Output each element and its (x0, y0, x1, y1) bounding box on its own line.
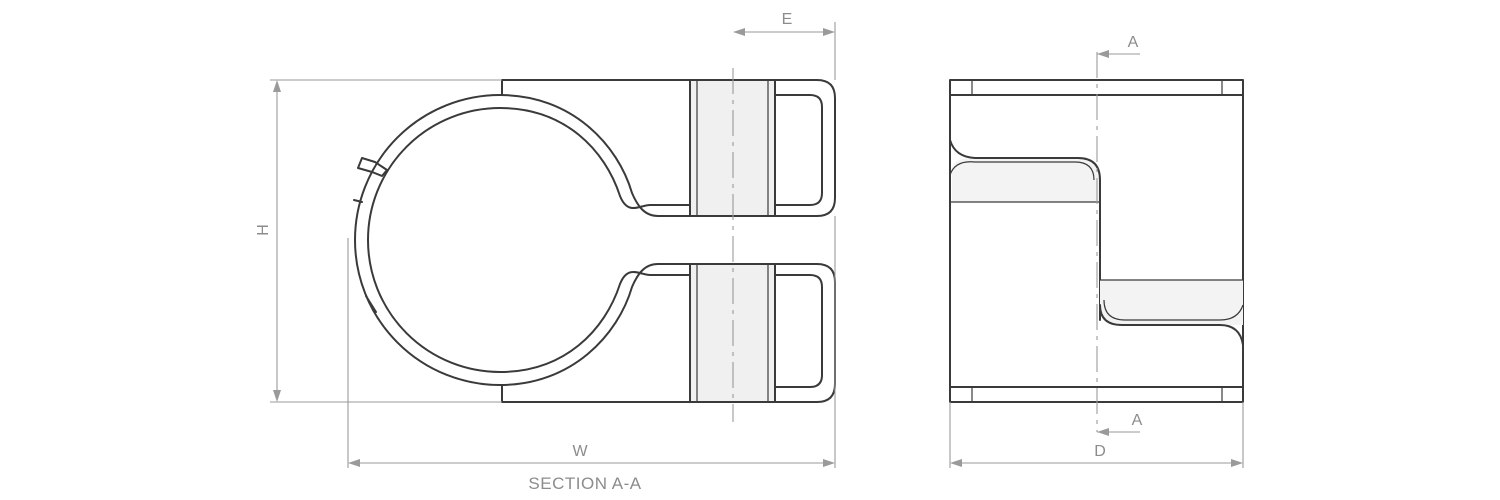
w-arrow-right (823, 459, 835, 467)
e-arrow-left (733, 28, 745, 36)
h-arrow-bottom (273, 390, 281, 402)
d-arrow-right (1231, 459, 1243, 467)
lower-step-fill (1100, 280, 1243, 325)
height-label: H (255, 224, 272, 236)
upper-step (949, 139, 1101, 321)
h-arrow-top (273, 80, 281, 92)
side-view: A A D (949, 34, 1244, 468)
section-arrow-bottom (1097, 428, 1109, 436)
e-arrow-right (823, 28, 835, 36)
clamp-outer-profile (354, 79, 836, 403)
upper-slot (774, 94, 823, 206)
ring-tab (357, 157, 388, 177)
section-caption: SECTION A-A (528, 474, 641, 493)
offset-label: E (782, 11, 793, 28)
lower-step-inner (1103, 299, 1244, 321)
upper-step-inner (949, 161, 1095, 181)
section-arrow-top (1097, 50, 1109, 58)
d-arrow-left (950, 459, 962, 467)
section-marker-bottom: A (1132, 412, 1143, 429)
lower-slot (774, 274, 823, 388)
section-marker-top: A (1128, 34, 1139, 51)
upper-step-fill (952, 158, 1100, 202)
w-arrow-left (348, 459, 360, 467)
depth-label: D (1094, 443, 1106, 460)
lower-step (1099, 304, 1244, 346)
section-view: H W E SECTION A-A (255, 11, 836, 493)
width-label: W (572, 443, 588, 460)
ring-joint (353, 199, 377, 313)
clamp-inner-ring (367, 107, 691, 373)
